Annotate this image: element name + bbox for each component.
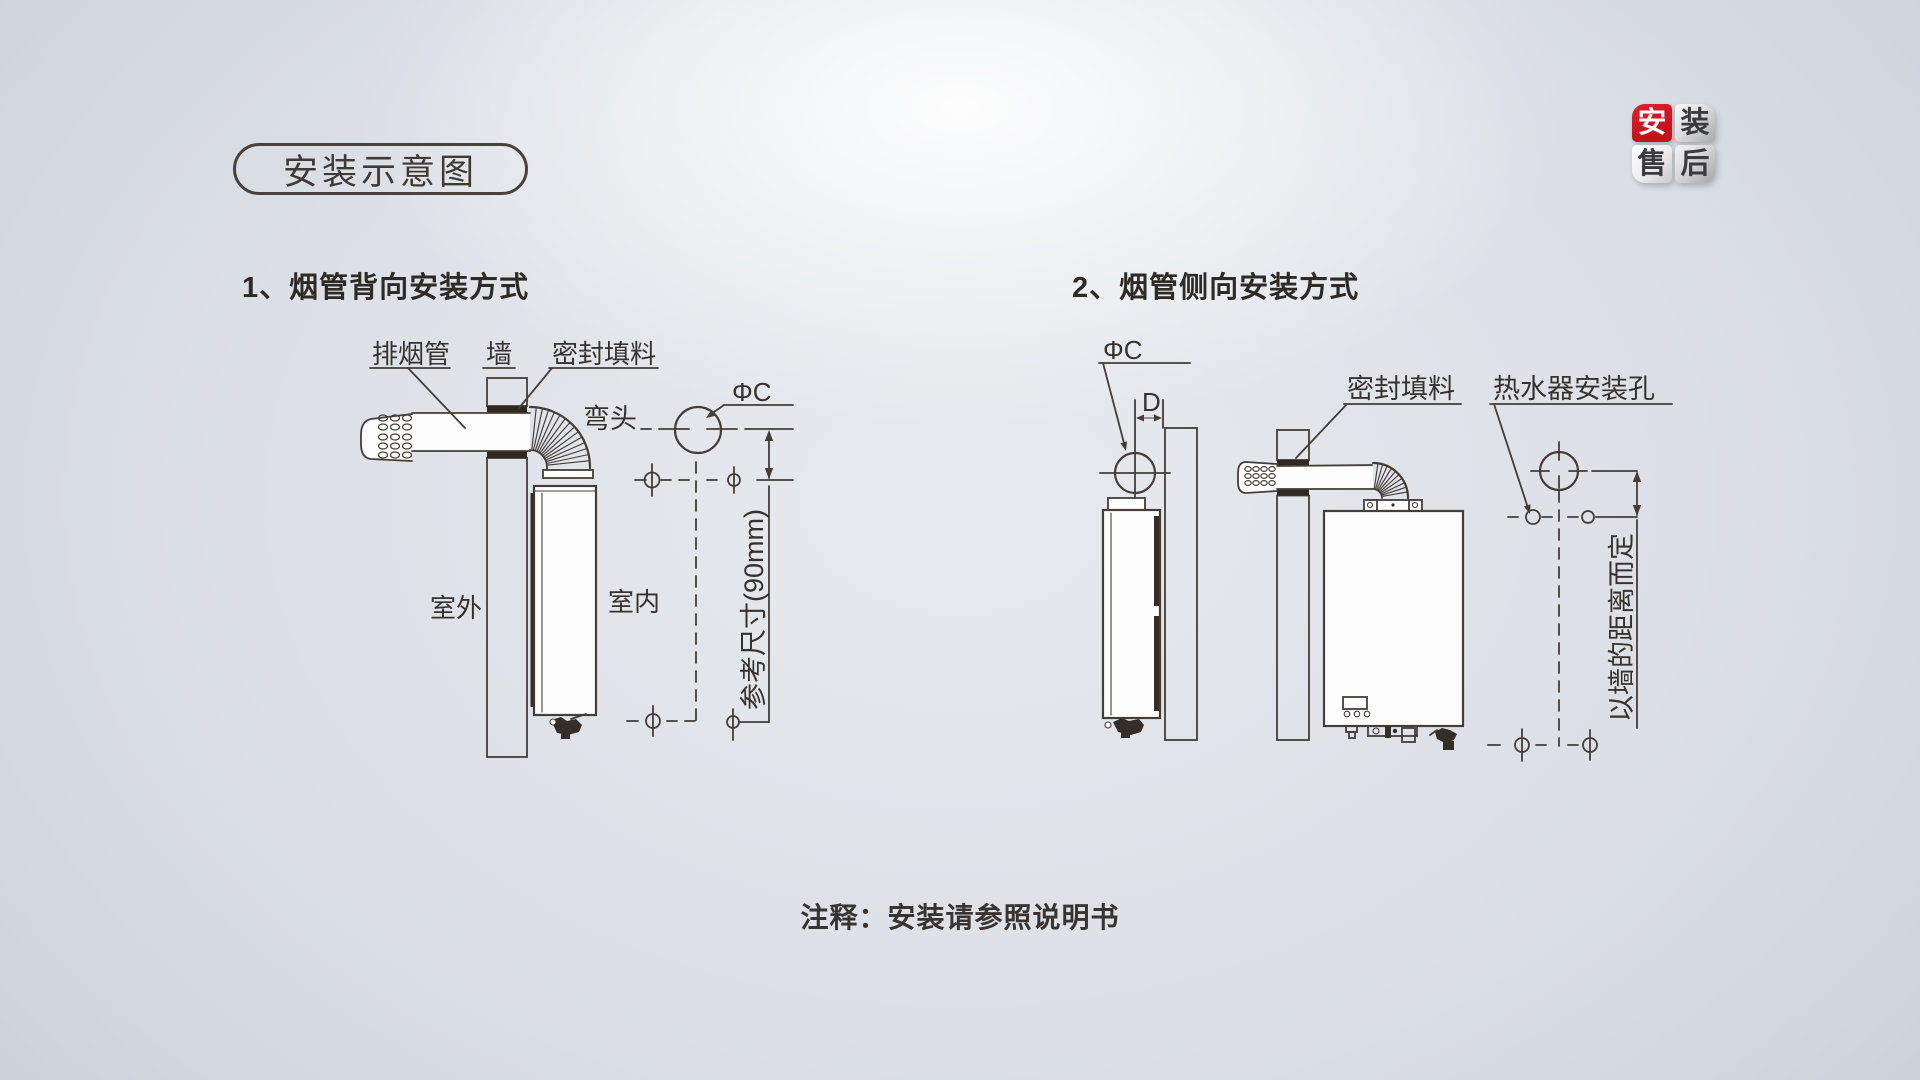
section1-title: 1、烟管背向安装方式 bbox=[242, 272, 530, 304]
section2-title: 2、烟管侧向安装方式 bbox=[1072, 272, 1360, 304]
lower-mounting-holes bbox=[1487, 728, 1598, 762]
flue-hole-detail: ΦC bbox=[640, 377, 794, 479]
indoor-label: 室内 bbox=[608, 587, 660, 617]
gas-valve bbox=[1435, 728, 1457, 743]
bottom-valve bbox=[549, 713, 587, 739]
page-title-badge: 安装示意图 bbox=[233, 143, 528, 195]
exhaust-pipe bbox=[360, 412, 531, 462]
mounting-hole-label: 热水器安装孔 bbox=[1493, 374, 1655, 404]
water-heater-side bbox=[530, 484, 598, 739]
elbow-label: 弯头 bbox=[583, 404, 637, 434]
sealing-filler-label: 密封填料 bbox=[552, 339, 656, 369]
exhaust-pipe bbox=[1237, 461, 1374, 494]
diagram-side-vent: ΦC D bbox=[1098, 335, 1673, 762]
bottom-valve bbox=[1104, 718, 1144, 738]
logo-tile-install-icon: 安 bbox=[1632, 104, 1672, 142]
hole-diameter-label: ΦC bbox=[732, 377, 772, 407]
pipe-perforations bbox=[1244, 466, 1276, 487]
outdoor-label: 室外 bbox=[430, 593, 482, 623]
logo-tile-hou: 后 bbox=[1675, 145, 1715, 183]
pipe-perforations bbox=[377, 414, 413, 459]
brick-wall bbox=[486, 377, 528, 758]
gap-dimension-label: D bbox=[1142, 387, 1161, 417]
logo-tile-shou: 售 bbox=[1632, 145, 1672, 183]
install-after-sales-logo: 安 装 售 后 bbox=[1632, 104, 1715, 183]
page-title: 安装示意图 bbox=[282, 152, 478, 192]
mounting-centerlines: 参考尺寸(90mm) bbox=[626, 461, 794, 741]
hole-diameter-label: ΦC bbox=[1103, 335, 1143, 365]
mounting-hole-detail: 热水器安装孔 以墙的距离而定 bbox=[1487, 374, 1673, 762]
logo-tile-zhuang: 装 bbox=[1675, 104, 1715, 142]
control-panel bbox=[1342, 696, 1371, 718]
seal-top bbox=[1277, 460, 1309, 467]
water-heater-side-profile bbox=[1101, 497, 1162, 738]
sealing-filler-label: 密封填料 bbox=[1347, 374, 1455, 404]
reference-size-label: 参考尺寸(90mm) bbox=[739, 509, 769, 710]
seal-bottom bbox=[1277, 489, 1309, 496]
corrugated-elbow bbox=[528, 405, 594, 479]
water-heater-front bbox=[1322, 499, 1465, 750]
exhaust-pipe-label: 排烟管 bbox=[372, 339, 450, 369]
brick-wall-side bbox=[1164, 427, 1198, 741]
corrugated-elbow bbox=[1371, 461, 1410, 500]
diagram-rear-vent: 排烟管 墙 密封填料 弯头 室外 室内 ΦC bbox=[360, 339, 794, 758]
side-view: ΦC D bbox=[1098, 335, 1198, 741]
front-view: 密封填料 bbox=[1237, 374, 1465, 750]
wall-distance-label: 以墙的距离而定 bbox=[1607, 533, 1637, 722]
bottom-fittings bbox=[1345, 725, 1457, 750]
footnote: 注释：安装请参照说明书 bbox=[800, 902, 1120, 933]
seal-bottom bbox=[487, 451, 527, 458]
flue-flange bbox=[542, 469, 594, 479]
labels-top: 排烟管 墙 密封填料 弯头 室外 室内 bbox=[369, 339, 660, 623]
wall-label: 墙 bbox=[486, 339, 512, 369]
seal-top bbox=[487, 406, 527, 413]
